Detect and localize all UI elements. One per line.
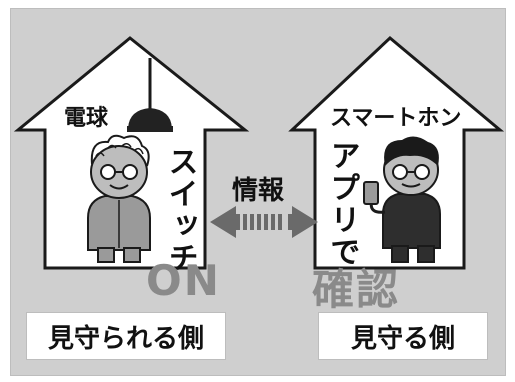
ceiling-lamp-icon	[127, 58, 173, 132]
status-confirm-label: 確認	[312, 265, 401, 314]
bulb-label: 電球	[64, 106, 109, 131]
app-label: アプリで	[324, 140, 360, 268]
smartphone-icon	[363, 181, 379, 205]
watched-side-label: 見守られる側	[26, 312, 226, 360]
info-label: 情報	[232, 176, 285, 206]
watcher-side-label: 見守る側	[318, 312, 488, 360]
status-on-label: ON	[146, 256, 221, 305]
smartphone-label: スマートホン	[330, 106, 462, 131]
switch-label: スイッチ	[162, 146, 198, 274]
elderly-person-icon	[87, 134, 151, 263]
family-member-icon	[363, 136, 441, 263]
info-double-arrow	[210, 206, 318, 238]
